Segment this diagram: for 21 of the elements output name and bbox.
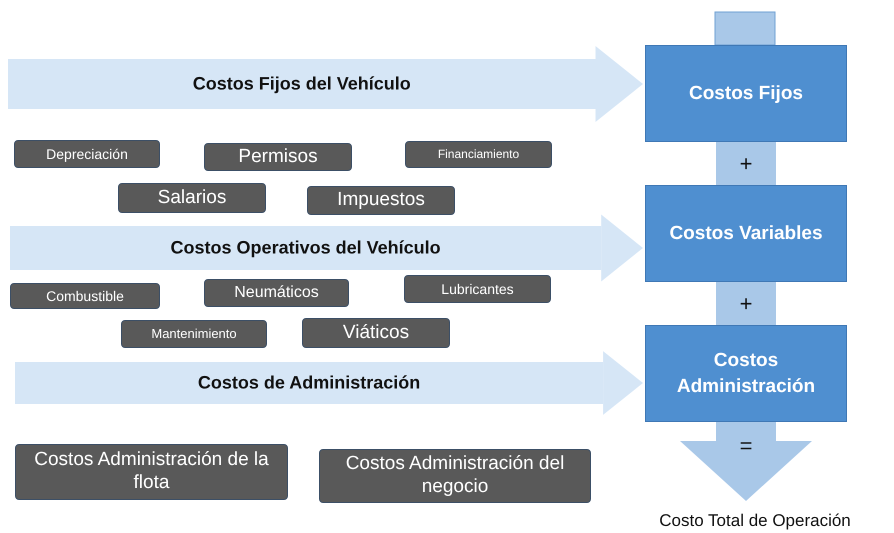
connector-band	[716, 142, 776, 185]
cost-item-tag: Financiamiento	[405, 141, 552, 168]
block-arrow	[15, 351, 643, 415]
result-text: Costo Total de Operación	[616, 509, 894, 533]
cost-item-tag: Mantenimiento	[121, 320, 267, 348]
block-arrow	[10, 214, 643, 282]
cost-item-tag: Permisos	[204, 143, 352, 171]
block-arrow	[8, 46, 643, 122]
cost-item-tag: Salarios	[118, 183, 266, 213]
cost-item-tag: Neumáticos	[204, 279, 349, 307]
cost-item-tag: Costos Administración de la flota	[15, 444, 288, 500]
cost-item-tag: Depreciación	[14, 140, 160, 168]
cost-item-tag: Combustible	[10, 283, 160, 309]
cost-item-tag: Impuestos	[307, 186, 455, 215]
cost-box: Costos Variables	[645, 185, 847, 282]
cost-item-tag: Costos Administración del negocio	[319, 449, 591, 503]
cost-item-tag: Viáticos	[302, 318, 450, 348]
cost-box: Costos Administración	[645, 325, 847, 422]
connector-band	[680, 422, 812, 501]
cost-box: Costos Fijos	[645, 45, 847, 142]
cost-item-tag: Lubricantes	[404, 275, 551, 303]
